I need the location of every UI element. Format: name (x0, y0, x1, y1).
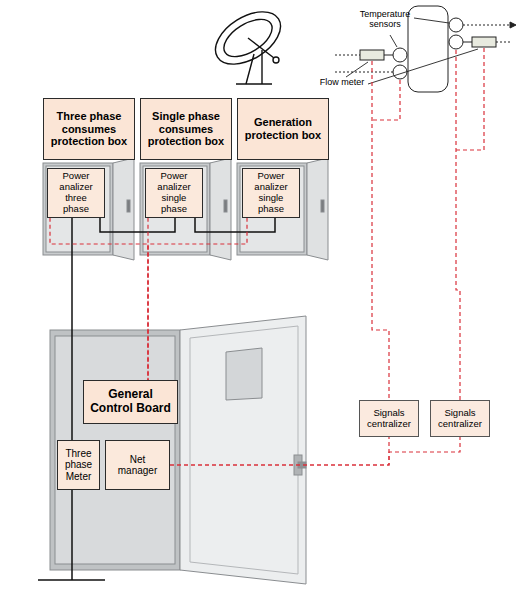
signal-wire (372, 61, 389, 400)
cabinet-picture (210, 158, 231, 260)
protection-box-title: Three phase consumes protection box (43, 98, 135, 160)
net-manager: Net manager (105, 440, 170, 490)
signal-line (50, 218, 148, 380)
cabinet-picture (46, 166, 110, 252)
power-line (38, 490, 105, 580)
box-text: Three phase consumes protection box (47, 110, 131, 148)
tank-sketch (472, 37, 496, 47)
signal-wire (456, 48, 484, 150)
tank-sketch (449, 18, 463, 32)
box-text: Three phase Meter (61, 448, 96, 483)
power-line (100, 218, 175, 232)
box-text: Single phase consumes protection box (144, 110, 228, 148)
cabinet-picture (307, 158, 328, 260)
tank-sketch (496, 42, 510, 43)
tank-sketch (360, 50, 384, 60)
leader-line (346, 62, 368, 77)
protection-box-title: Generation protection box (237, 98, 329, 160)
box-text: Power analizer three phase (51, 171, 101, 215)
leader-line (346, 18, 478, 84)
satellite-dish (206, 1, 289, 75)
control-cabinet-picture (50, 316, 306, 584)
cabinet-picture (321, 200, 324, 212)
tank-sketch (449, 35, 463, 49)
tank-sketch (335, 72, 393, 73)
cabinet-picture (240, 166, 304, 252)
box-text: Power analizer single phase (246, 171, 296, 215)
tank-sketch (393, 48, 407, 62)
energy-meter: Three phase Meter (57, 440, 100, 490)
signals-centralizer: Signals centralizer (359, 400, 419, 437)
tank-sketch (463, 25, 510, 26)
tank-sketch (510, 22, 516, 28)
satellite-dish (206, 1, 289, 84)
signal-line (148, 218, 247, 380)
satellite-dish (236, 83, 272, 84)
signal-line (147, 218, 148, 380)
signal-wire (456, 50, 460, 400)
control-cabinet-picture (180, 316, 306, 584)
sensor-label: Flow meter (314, 78, 370, 88)
cabinet-picture (143, 166, 207, 252)
control-board-title: General Control Board (83, 380, 178, 424)
box-text: Signals centralizer (363, 408, 415, 430)
cabinet-picture (224, 200, 227, 212)
cabinet-picture (113, 158, 134, 260)
cabinet-picture (127, 200, 130, 212)
control-cabinet-picture (55, 336, 175, 564)
protection-box-title: Single phase consumes protection box (140, 98, 232, 160)
leader-line (414, 18, 449, 23)
leader-line (390, 35, 397, 47)
cabinet-picture (43, 158, 328, 260)
satellite-dish (273, 57, 279, 63)
cabinet-picture (140, 163, 210, 255)
signals-centralizer: Signals centralizer (430, 400, 490, 437)
tank-sketch (335, 55, 360, 56)
power-line (195, 218, 275, 232)
power-line (38, 579, 105, 581)
control-cabinet-picture (226, 348, 262, 400)
box-text: Generation protection box (241, 116, 325, 141)
power-line (71, 490, 73, 580)
power-analyzer: Power analizer three phase (47, 168, 105, 218)
tank-sketch (408, 6, 448, 92)
power-analyzer: Power analizer single phase (242, 168, 300, 218)
power-line (71, 218, 73, 440)
tank-sketch (463, 42, 472, 43)
control-cabinet-picture (190, 326, 298, 574)
signal-line (170, 437, 460, 465)
satellite-dish (218, 12, 279, 64)
control-cabinet-picture (50, 330, 180, 570)
sensor-label: Temperature sensors (356, 10, 414, 30)
leader-line (368, 49, 478, 84)
signal-wire (372, 80, 400, 120)
signal-line (170, 437, 389, 465)
satellite-dish (248, 38, 274, 58)
box-text: Power analizer single phase (149, 171, 199, 215)
box-text: Signals centralizer (434, 408, 486, 430)
box-text: Net manager (109, 454, 166, 477)
signal-wire (372, 48, 484, 400)
tank-sketch (384, 55, 393, 56)
box-text: General Control Board (87, 388, 174, 416)
power-analyzer: Power analizer single phase (145, 168, 203, 218)
satellite-dish (261, 50, 262, 84)
satellite-dish (246, 54, 254, 84)
cabinet-picture (43, 163, 113, 255)
